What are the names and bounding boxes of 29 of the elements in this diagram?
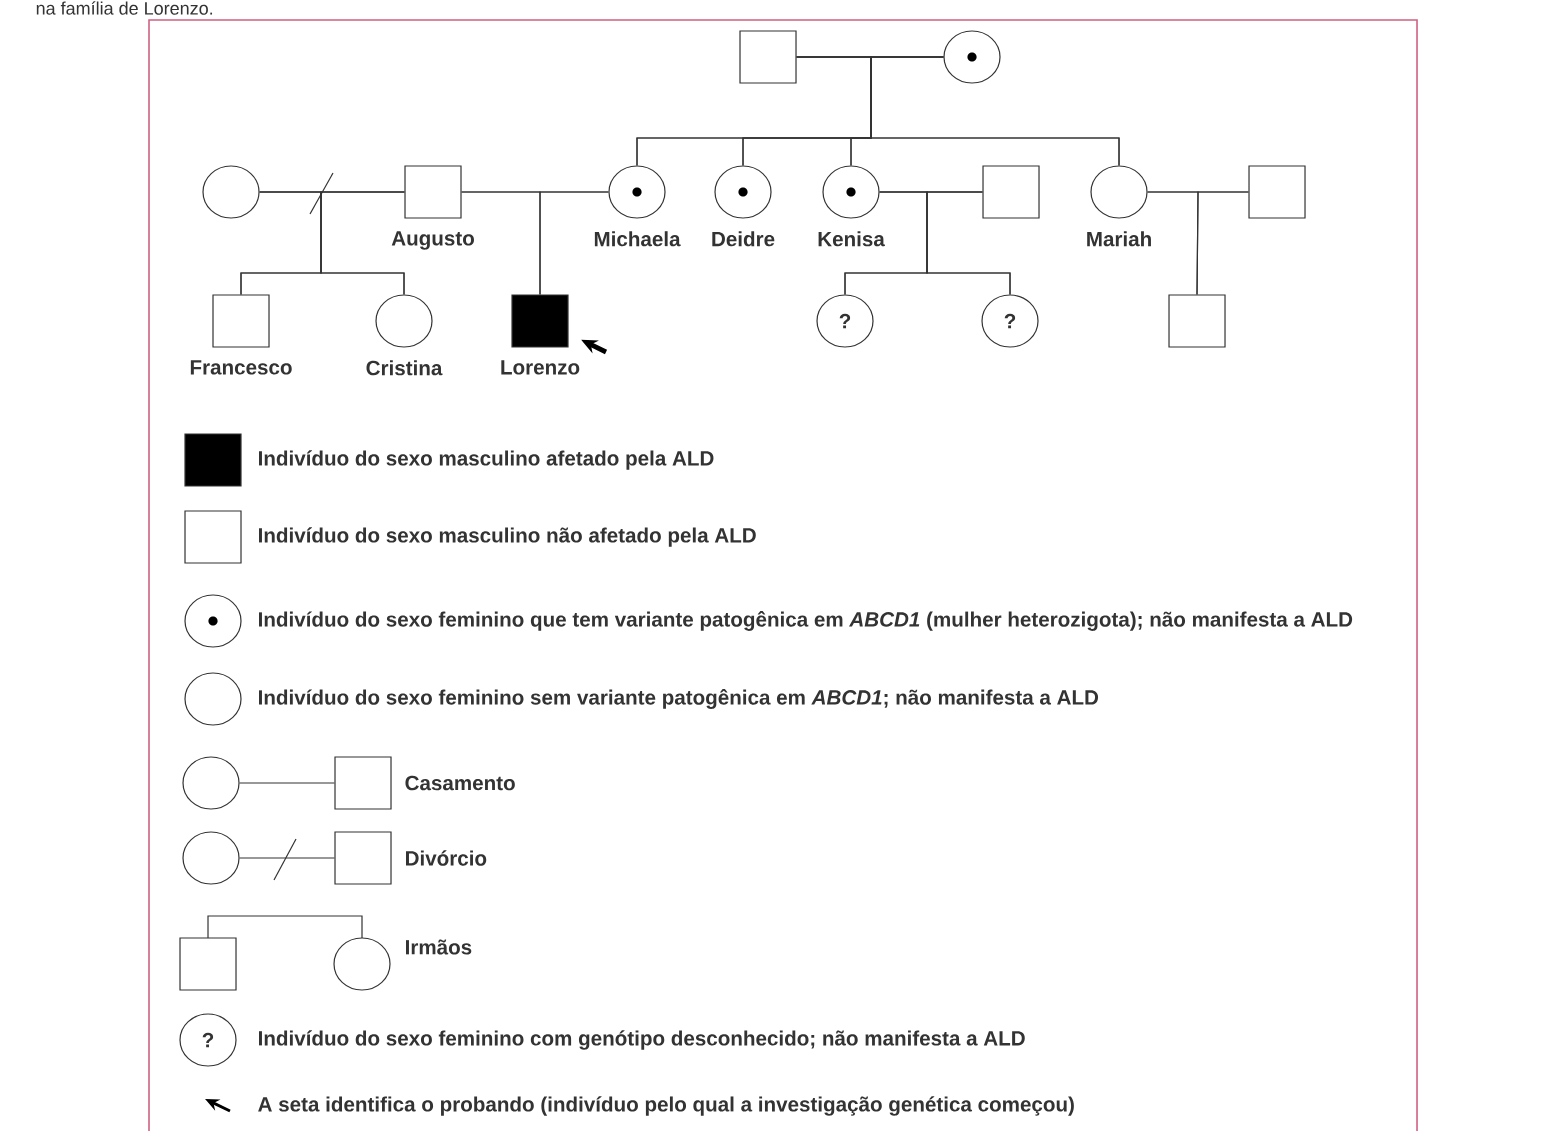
carrier-female-circle	[943, 30, 1001, 84]
legend-text: Indivíduo do sexo feminino sem variante patogênica em ABCD1; não manifesta a ALD	[259, 689, 1099, 709]
male-square	[982, 165, 1040, 219]
male-square	[739, 30, 797, 84]
person-name: Mariah	[1087, 231, 1151, 247]
female-circle	[202, 165, 260, 219]
descent-line	[1196, 191, 1249, 295]
legend-text: Divórcio	[406, 850, 487, 866]
descent-line	[539, 191, 609, 295]
person-name: Kenisa	[818, 231, 885, 247]
legend-text: Irmãos	[406, 939, 472, 955]
person-name: Lorenzo	[501, 360, 580, 375]
male-square	[1168, 294, 1226, 348]
legend-text: Indivíduo do sexo feminino com genótipo desconhecido; não manifesta a ALD	[259, 1030, 1025, 1050]
caption-text: na família de Lorenzo.	[36, 1, 213, 15]
person-name: Deidre	[712, 231, 775, 247]
male-square	[1248, 165, 1306, 219]
person-name: Michaela	[594, 231, 681, 247]
legend-text: Indivíduo do sexo masculino não afetado pela ALD	[259, 527, 756, 547]
legend-text: Casamento	[405, 775, 515, 791]
descent-line	[870, 56, 1120, 166]
descent-line	[926, 191, 1011, 295]
person-name: Francesco	[190, 360, 292, 375]
descent-line	[320, 191, 405, 295]
legend-text: A seta identifica o probando (indivíduo pelo qual a investigação genética começou)	[258, 1096, 1074, 1116]
person-name: Augusto	[391, 231, 474, 250]
person-name: Cristina	[366, 360, 443, 376]
legend-text: Indivíduo do sexo feminino que tem variante patogênica em ABCD1 (mulher heterozigota); não manifesta a ALD	[259, 611, 1353, 631]
legend-text: Indivíduo do sexo masculino afetado pela ALD	[259, 450, 714, 470]
